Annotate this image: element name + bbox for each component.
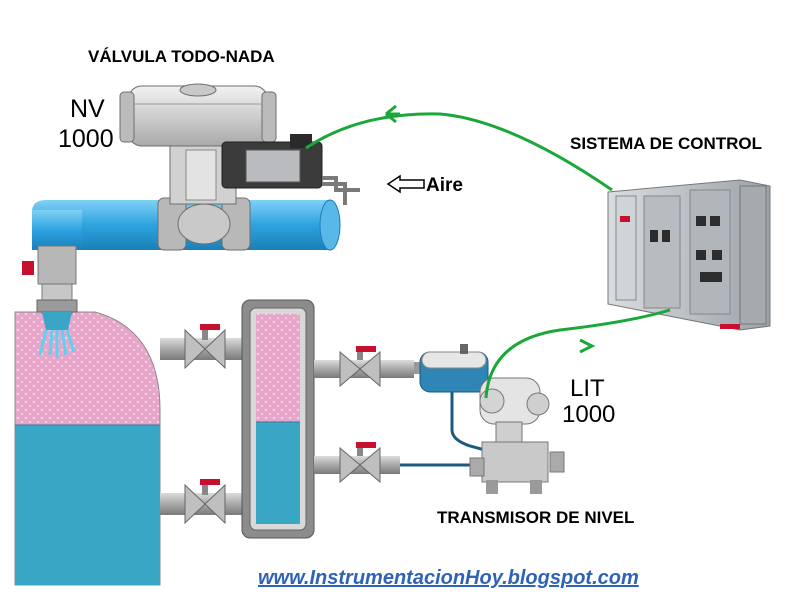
lower-tank-valve: [184, 479, 226, 525]
air-arrow-icon: [386, 174, 425, 194]
signal-to-control-line: [484, 308, 671, 399]
valve-title: VÁLVULA TODO-NADA: [88, 47, 275, 66]
upper-tank-valve: [184, 324, 226, 370]
lower-transmitter-valve: [339, 442, 381, 484]
water-spray: [38, 329, 76, 358]
valve-actuator: [119, 83, 277, 147]
inlet-handle-icon: [22, 261, 34, 275]
control-signal-lines: [305, 104, 671, 399]
valve-handle-icon: [356, 346, 376, 352]
valve-number: 1000: [58, 125, 114, 153]
transmitter-number: 1000: [562, 401, 616, 428]
on-off-valve: [119, 83, 360, 251]
transmitter-tag: LIT: [570, 375, 605, 402]
valve-handle-icon: [200, 479, 220, 485]
transmitter-body: [469, 377, 565, 494]
air-label: Aire: [426, 175, 463, 196]
website-link[interactable]: www.InstrumentacionHoy.blogspot.com: [258, 567, 639, 589]
transmitter-connections: [314, 346, 414, 484]
solenoid-valve: [221, 134, 360, 205]
transmitter-title: TRANSMISOR DE NIVEL: [437, 508, 635, 527]
valve-tag: NV: [70, 95, 105, 123]
valve-handle-icon: [356, 442, 376, 448]
signal-to-valve-line: [305, 112, 613, 192]
storage-tank: [14, 311, 161, 586]
upper-transmitter-valve: [339, 346, 381, 388]
level-transmitter: [400, 344, 565, 494]
valve-handle-icon: [200, 324, 220, 330]
control-cabinet: [607, 179, 771, 331]
signal-arrow-icon: [385, 104, 400, 124]
signal-arrow-icon: [579, 338, 596, 354]
level-vessel: [241, 299, 315, 539]
control-system-title: SISTEMA DE CONTROL: [570, 134, 763, 153]
tank-connections: [160, 324, 250, 525]
